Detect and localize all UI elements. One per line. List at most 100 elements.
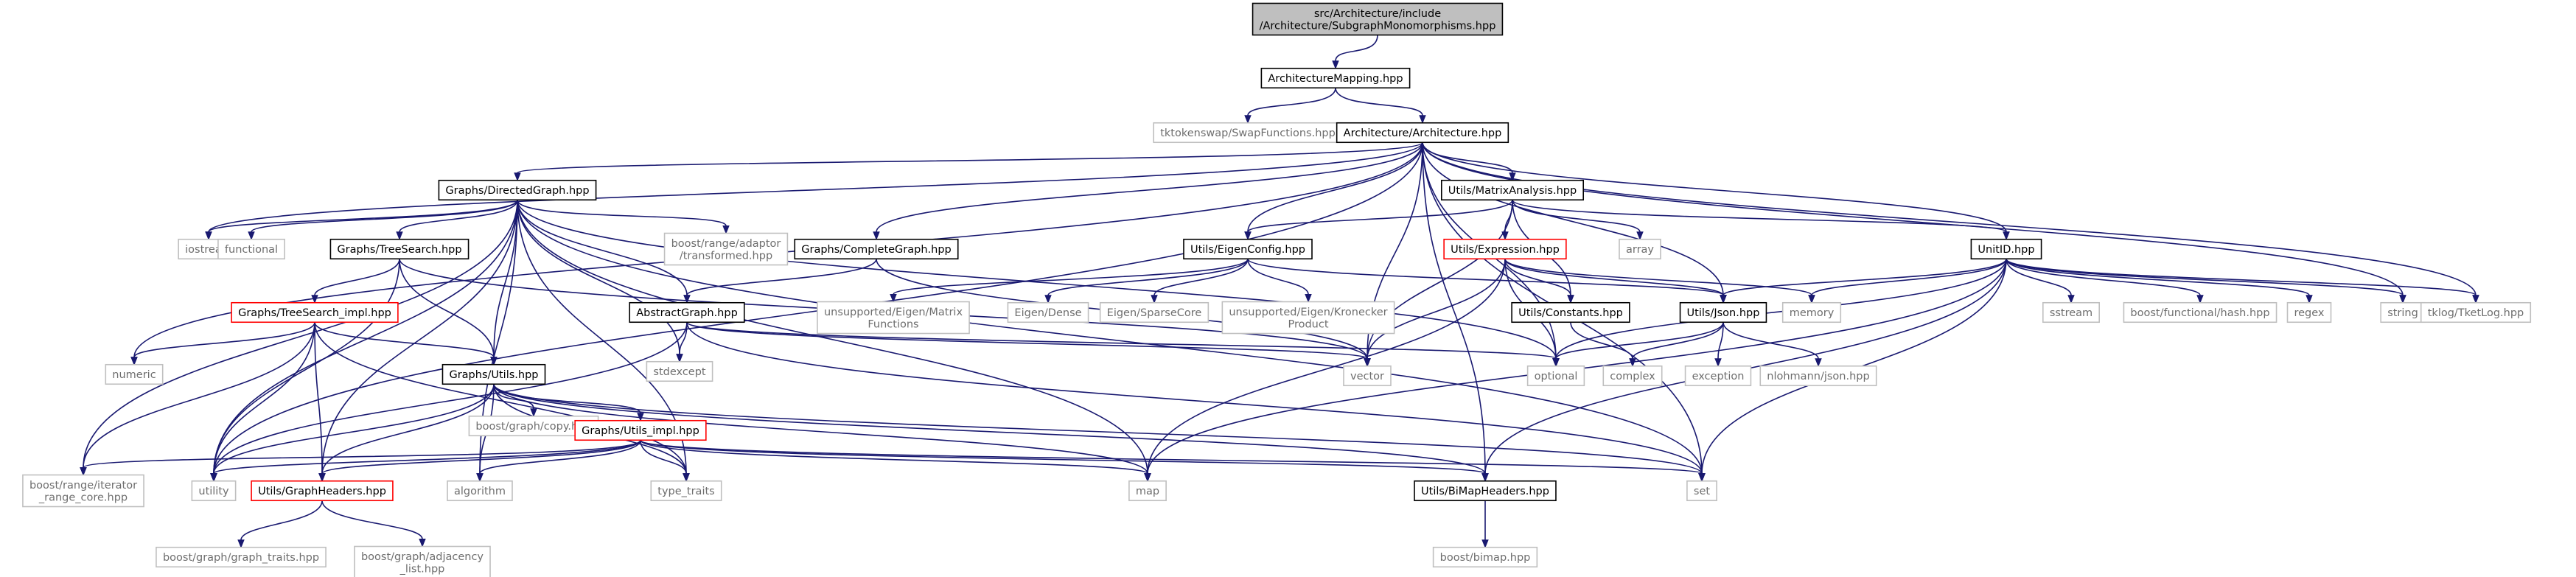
node-expression[interactable]: Utils/Expression.hpp: [1443, 238, 1567, 260]
node-complete[interactable]: Graphs/CompleteGraph.hpp: [794, 238, 959, 260]
node-guimpl[interactable]: Graphs/Utils_impl.hpp: [574, 419, 707, 441]
arrowhead: [476, 473, 484, 483]
node-label: nlohmann/json.hpp: [1767, 371, 1869, 382]
node-abstract[interactable]: AbstractGraph.hpp: [629, 301, 745, 324]
arrowhead: [722, 225, 730, 234]
node-gheaders[interactable]: Utils/GraphHeaders.hpp: [251, 480, 394, 502]
node-box: [2042, 301, 2100, 324]
arrowhead: [1244, 231, 1252, 241]
node-label: AbstractGraph.hpp: [636, 307, 738, 319]
arrowhead: [318, 473, 326, 483]
edge-gheaders-to-graphtraits: [240, 500, 323, 540]
edge-digraph-to-set: [517, 200, 1703, 474]
node-label: Utils/BiMapHeaders.hpp: [1421, 486, 1549, 497]
node-label: Graphs/CompleteGraph.hpp: [801, 244, 951, 256]
node-label: Product: [1288, 318, 1328, 330]
node-box: [1781, 301, 1842, 324]
node-treesearch[interactable]: Graphs/TreeSearch.hpp: [329, 238, 470, 260]
node-tsimpl[interactable]: Graphs/TreeSearch_impl.hpp: [231, 301, 399, 324]
edge-digraph-to-itercore: [83, 200, 518, 468]
node-numeric: numeric: [105, 363, 164, 385]
arrowhead: [1044, 295, 1052, 304]
node-nlohmann: nlohmann/json.hpp: [1759, 365, 1877, 387]
node-box: [1099, 301, 1210, 324]
arrowhead: [676, 354, 683, 363]
edge-unitid-to-tketlog: [2006, 258, 2476, 296]
node-unitid[interactable]: UnitID.hpp: [1970, 238, 2042, 260]
node-digraph[interactable]: Graphs/DirectedGraph.hpp: [438, 179, 597, 201]
node-constants[interactable]: Utils/Constants.hpp: [1511, 301, 1630, 324]
edge-digraph-to-stdexcept: [517, 200, 680, 354]
node-box: [1619, 238, 1661, 260]
node-label: Graphs/TreeSearch.hpp: [337, 244, 461, 256]
node-vector: vector: [1343, 365, 1392, 387]
edge-guimpl-to-bimapheaders: [640, 439, 1486, 475]
node-box: [2286, 301, 2332, 324]
node-arch[interactable]: Architecture/Architecture.hpp: [1336, 122, 1509, 144]
node-box: [217, 238, 285, 260]
edge-abstract-to-vector: [686, 321, 1368, 360]
node-eigencfg[interactable]: Utils/EigenConfig.hpp: [1183, 238, 1313, 260]
node-label: /Architecture/SubgraphMonomorphisms.hpp: [1260, 20, 1496, 32]
edge-unitid-to-hash: [2006, 258, 2201, 296]
edge-json-to-complex: [1632, 322, 1724, 360]
node-label: UnitID.hpp: [1978, 244, 2034, 256]
edge-gutils-to-gheaders: [321, 384, 495, 474]
node-box: [251, 480, 394, 502]
edge-complete-to-abstract: [686, 258, 877, 296]
arrowhead: [2003, 231, 2010, 241]
node-label: regex: [2294, 307, 2324, 319]
edge-json-to-optional: [1555, 322, 1724, 360]
arrowhead: [130, 357, 138, 366]
node-box: [646, 360, 713, 382]
node-label: optional: [1535, 371, 1578, 382]
node-archmap[interactable]: ArchitectureMapping.hpp: [1260, 67, 1411, 89]
arrowhead: [873, 231, 880, 241]
node-box: [1602, 365, 1663, 387]
node-gutils[interactable]: Graphs/Utils.hpp: [441, 363, 546, 385]
edge-abstract-to-utility: [213, 322, 688, 474]
node-box: [1128, 480, 1167, 502]
edge-treesearch-to-utility: [213, 259, 400, 474]
node-root[interactable]: src/Architecture/include/Architecture/Su…: [1252, 2, 1504, 36]
node-bimap: boost/bimap.hpp: [1432, 546, 1538, 568]
edge-gutils-to-utility: [213, 384, 495, 474]
edge-digraph-to-functional: [251, 199, 518, 233]
arrowhead: [2067, 295, 2075, 304]
nodes-layer: src/Architecture/include/Architecture/Su…: [22, 2, 2532, 577]
edge-root-to-archmap: [1335, 35, 1378, 61]
node-box: [1183, 238, 1313, 260]
node-box: [629, 301, 745, 324]
node-box: [1343, 365, 1392, 387]
node-swap: tktokenswap/SwapFunctions.hpp: [1153, 122, 1343, 144]
node-matrix[interactable]: Utils/MatrixAnalysis.hpp: [1440, 179, 1585, 201]
node-set: set: [1686, 480, 1717, 502]
node-itercore: boost/range/iterator_range_core.hpp: [22, 474, 144, 508]
node-algorithm: algorithm: [447, 480, 513, 502]
edge-tsimpl-to-gutils: [314, 322, 495, 358]
edge-abstract-to-set: [686, 322, 1703, 474]
node-box: [441, 363, 546, 385]
edge-guimpl-to-gheaders: [321, 439, 641, 475]
edge-expression-to-memory: [1504, 258, 1812, 296]
arrowhead: [1481, 473, 1489, 483]
node-bimapheaders[interactable]: Utils/BiMapHeaders.hpp: [1414, 480, 1557, 502]
node-box: [191, 480, 237, 502]
node-label: unsupported/Eigen/Matrix: [824, 307, 963, 318]
node-typetraits: type_traits: [650, 480, 722, 502]
arrowhead: [396, 231, 403, 241]
node-label: /transformed.hpp: [680, 250, 772, 262]
node-box: [1759, 365, 1877, 387]
edge-unitid-to-sstream: [2006, 259, 2072, 296]
node-json[interactable]: Utils/Json.hpp: [1679, 301, 1767, 324]
arrowhead: [210, 473, 217, 483]
arrowhead: [514, 172, 521, 182]
edge-eigencfg-to-edense: [1047, 258, 1249, 296]
node-box: [1686, 480, 1717, 502]
edge-tsimpl-to-itercore: [83, 322, 315, 468]
edge-guimpl-to-utility: [213, 439, 641, 475]
node-label: type_traits: [657, 486, 714, 497]
edge-json-to-nlohmann: [1722, 322, 1819, 360]
edge-json-to-exception: [1717, 322, 1724, 359]
node-sstream: sstream: [2042, 301, 2100, 324]
